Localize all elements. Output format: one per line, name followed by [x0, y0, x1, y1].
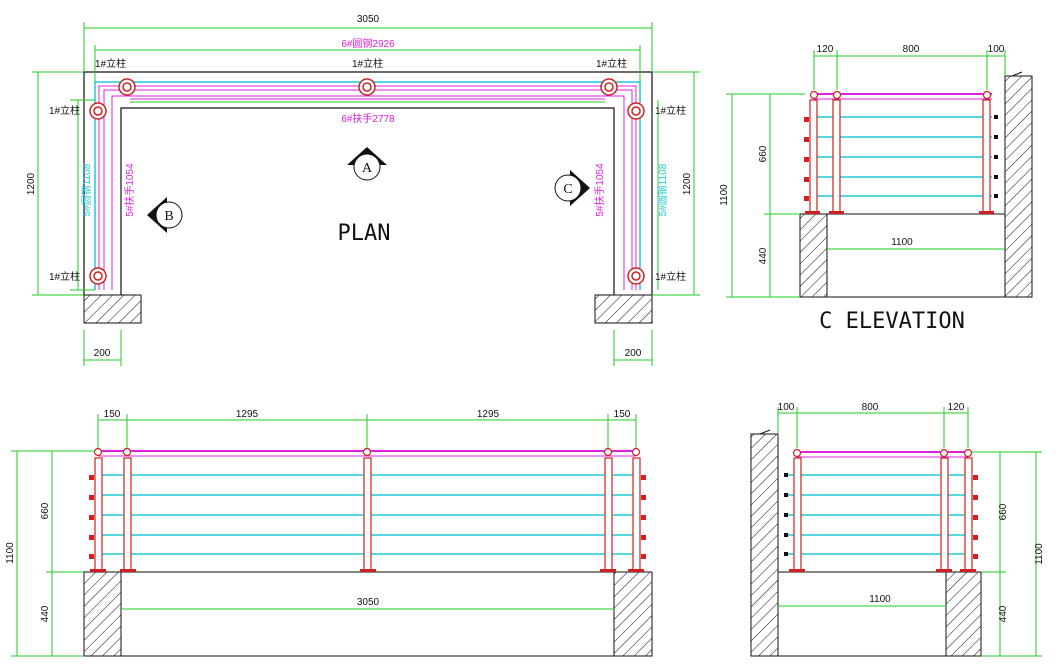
c-dim-660: 660 — [758, 145, 769, 162]
post-label: 1#立柱 — [352, 57, 383, 70]
c-dim-1100-h: 1100 — [891, 237, 913, 248]
post-label: 1#立柱 — [49, 104, 80, 117]
plan-dim-depth-right: 1200 — [682, 172, 693, 195]
b-dim-1100-h: 1100 — [869, 594, 891, 605]
a-dim-1295-left: 1295 — [236, 409, 259, 420]
view-marker-c-icon: C — [554, 170, 590, 206]
a-dim-660: 660 — [40, 502, 51, 519]
plan-dim-foot-left: 200 — [94, 348, 111, 359]
c-dim-440: 440 — [758, 247, 769, 264]
b-elevation-view: 100 800 120 660 1100 440 1100 — [750, 402, 1045, 657]
svg-text:A: A — [362, 161, 373, 176]
c-elevation-title: C ELEVATION — [819, 309, 965, 334]
c-dim-120: 120 — [817, 44, 834, 55]
plan-rail-side-right-label: 5#扶手1054 — [593, 163, 606, 217]
plan-fence-side-left-label: 5#圆钢1108 — [80, 163, 93, 216]
a-elevation-view: 150 1295 1295 150 660 1100 440 3050 — [5, 409, 653, 657]
plan-rail-side-left-label: 5#扶手1054 — [123, 163, 136, 217]
plan-dim-total: 3050 — [357, 14, 380, 25]
a-dim-3050: 3050 — [357, 597, 380, 608]
b-dim-440: 440 — [998, 605, 1009, 622]
svg-text:B: B — [164, 209, 173, 224]
plan-fence-top-label: 6#圆钢2926 — [341, 37, 395, 50]
view-marker-a-icon: A — [347, 147, 387, 181]
a-dim-150-right: 150 — [614, 409, 631, 420]
plan-view: 3050 6#圆钢2926 6#扶手2778 1200 1200 200 200… — [26, 14, 700, 366]
svg-text:C: C — [563, 182, 572, 197]
a-dim-150-left: 150 — [104, 409, 121, 420]
b-dim-120: 120 — [948, 402, 965, 413]
post-label: 1#立柱 — [596, 57, 627, 70]
plan-title: PLAN — [338, 221, 391, 246]
post-label: 1#立柱 — [95, 57, 126, 70]
plan-post-icon — [89, 78, 645, 285]
plan-rail-top-label: 6#扶手2778 — [341, 112, 395, 125]
b-dim-100: 100 — [778, 402, 795, 413]
b-dim-1100-v: 1100 — [1034, 543, 1045, 565]
view-marker-b-icon: B — [147, 197, 183, 233]
c-dim-100: 100 — [988, 44, 1005, 55]
c-dim-800: 800 — [903, 44, 920, 55]
c-elevation-view: 120 800 100 660 1100 440 1100 C ELEVATIO… — [719, 44, 1033, 334]
plan-dim-foot-right: 200 — [625, 348, 642, 359]
a-dim-440: 440 — [40, 605, 51, 622]
a-dim-1100: 1100 — [5, 542, 16, 564]
b-dim-660: 660 — [998, 503, 1009, 520]
post-label: 1#立柱 — [655, 104, 686, 117]
c-dim-1100-v: 1100 — [719, 184, 730, 206]
a-dim-1295-right: 1295 — [477, 409, 500, 420]
b-dim-800: 800 — [862, 402, 879, 413]
post-label: 1#立柱 — [49, 270, 80, 283]
plan-fence-side-right-label: 5#圆钢1108 — [656, 163, 669, 216]
plan-dim-depth-left: 1200 — [26, 172, 37, 195]
post-label: 1#立柱 — [655, 270, 686, 283]
